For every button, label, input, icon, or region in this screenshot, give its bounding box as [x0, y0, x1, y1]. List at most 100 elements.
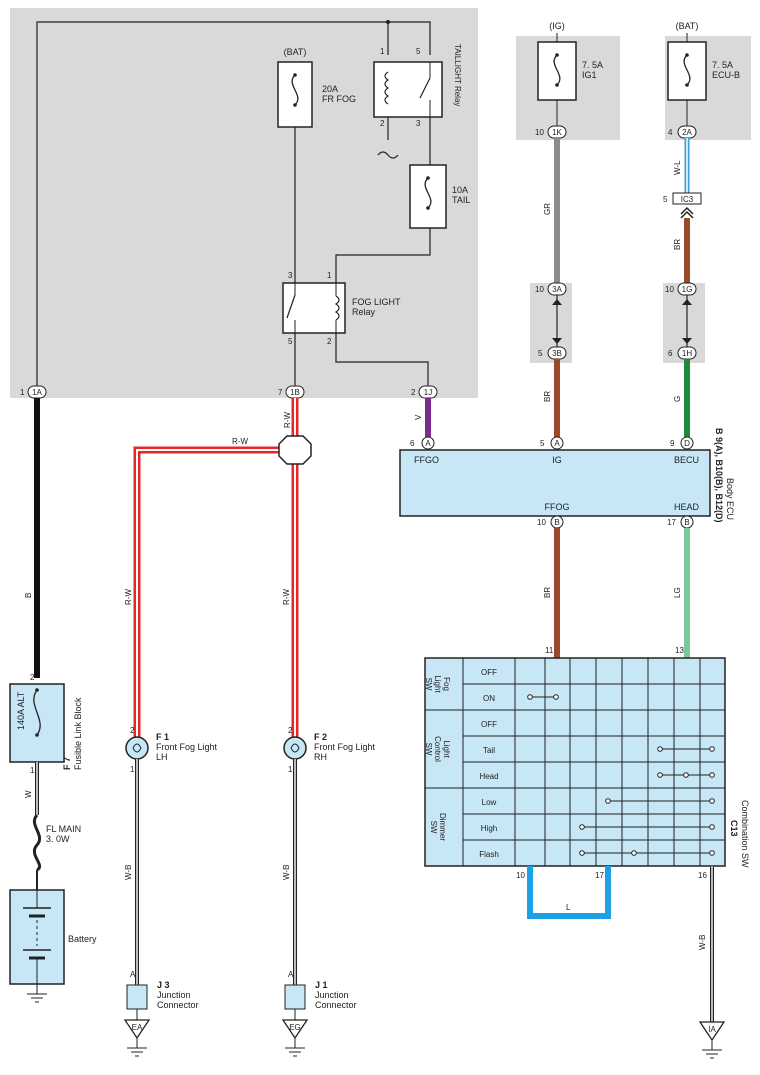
combo-pin-16: 16	[698, 871, 707, 880]
svg-text:10: 10	[535, 285, 544, 294]
taillight-pin-3: 3	[416, 119, 421, 128]
body-ecu: A A D 6 5 9 FFGO IG BECU FFOG HEAD B B 1…	[399, 428, 735, 529]
svg-text:Junction: Junction	[315, 990, 349, 1000]
svg-text:1: 1	[130, 765, 135, 774]
fr-fog-name: FR FOG	[322, 94, 356, 104]
svg-text:1: 1	[30, 766, 35, 775]
svg-text:1: 1	[20, 388, 25, 397]
svg-text:Flash: Flash	[479, 850, 499, 859]
svg-text:EA: EA	[132, 1023, 143, 1032]
svg-text:5: 5	[663, 195, 668, 204]
svg-text:RH: RH	[314, 752, 327, 762]
svg-text:A: A	[554, 439, 560, 448]
fog-relay-pin-3: 3	[288, 271, 293, 280]
fuse-tail: 10A TAIL	[409, 164, 470, 229]
connector-1a: 1A 1	[20, 385, 47, 399]
wire-label-wb3: W-B	[698, 935, 707, 950]
svg-text:3B: 3B	[552, 349, 562, 358]
connector-1g: 1G 10	[665, 282, 697, 296]
splice-point	[278, 435, 312, 465]
svg-text:3A: 3A	[552, 285, 562, 294]
fr-fog-source: (BAT)	[284, 47, 307, 57]
fuse-ig1: (IG) 7. 5A IG1 1K 10	[535, 21, 603, 139]
svg-text:BECU: BECU	[674, 455, 699, 465]
svg-text:4: 4	[668, 128, 673, 137]
svg-text:LH: LH	[156, 752, 168, 762]
wire-label-rw-h: R-W	[232, 437, 248, 446]
fog-relay-pin-5: 5	[288, 337, 293, 346]
svg-text:7. 5A: 7. 5A	[712, 60, 733, 70]
wire-label-lg: LG	[673, 587, 682, 598]
ecu-code: B 9(A), B10(B), B12(D)	[714, 428, 724, 523]
svg-text:5: 5	[540, 439, 545, 448]
svg-text:FL MAIN: FL MAIN	[46, 824, 81, 834]
tail-fuse-name: TAIL	[452, 195, 470, 205]
combo-code: C13	[729, 820, 739, 837]
wire-label-wb1: W-B	[124, 865, 133, 880]
svg-text:ON: ON	[483, 694, 495, 703]
svg-text:Battery: Battery	[68, 934, 97, 944]
taillight-pin-5: 5	[416, 47, 421, 56]
svg-text:6: 6	[410, 439, 415, 448]
fl-main: FL MAIN 3. 0W	[32, 813, 81, 872]
svg-text:5: 5	[538, 349, 543, 358]
combo-pin-10: 10	[516, 871, 525, 880]
svg-text:Low: Low	[482, 798, 497, 807]
connector-1b: 1B 7	[278, 385, 305, 399]
svg-text:1A: 1A	[32, 388, 42, 397]
svg-text:2: 2	[30, 673, 35, 682]
fuse-ecub: (BAT) 7. 5A ECU-B 2A 4	[667, 21, 740, 139]
taillight-relay: 1 5 2 3 TAILLIGHT Relay	[373, 44, 462, 128]
svg-text:ECU-B: ECU-B	[712, 70, 740, 80]
wire-label-l: L	[566, 903, 571, 912]
svg-text:2A: 2A	[682, 128, 692, 137]
svg-text:10: 10	[537, 518, 546, 527]
svg-text:6: 6	[668, 349, 673, 358]
combo-name: Combination SW	[740, 800, 750, 868]
combo-pin-17: 17	[595, 871, 604, 880]
svg-text:EG: EG	[289, 1023, 301, 1032]
svg-text:(IG): (IG)	[549, 21, 565, 31]
svg-text:1B: 1B	[290, 388, 300, 397]
svg-text:FFOG: FFOG	[545, 502, 570, 512]
svg-text:D: D	[684, 439, 690, 448]
svg-text:IG: IG	[552, 455, 562, 465]
svg-text:Connector: Connector	[315, 1000, 357, 1010]
combo-pin-13: 13	[675, 646, 684, 655]
svg-text:Fusible Link Block: Fusible Link Block	[73, 697, 83, 770]
svg-text:1: 1	[288, 765, 293, 774]
svg-text:Connector: Connector	[157, 1000, 199, 1010]
svg-text:Head: Head	[479, 772, 498, 781]
svg-text:1K: 1K	[552, 128, 562, 137]
combo-group-dimmer: DimmerSW	[429, 813, 447, 841]
svg-text:OFF: OFF	[481, 668, 497, 677]
svg-text:FFGO: FFGO	[414, 455, 439, 465]
svg-text:7: 7	[278, 388, 283, 397]
fog-relay-label1: FOG LIGHT	[352, 297, 401, 307]
wire-label-rw-lh: R-W	[124, 589, 133, 605]
fog-relay-pin-1: 1	[327, 271, 332, 280]
junction-j3: A J 3 Junction Connector EA	[123, 970, 199, 1057]
ecu-name: Body ECU	[725, 478, 735, 520]
combination-switch: FogLightSW LightControlSW DimmerSW OFF O…	[424, 657, 750, 868]
svg-text:7. 5A: 7. 5A	[582, 60, 603, 70]
svg-text:(BAT): (BAT)	[676, 21, 699, 31]
taillight-pin-1: 1	[380, 47, 385, 56]
taillight-relay-label: TAILLIGHT Relay	[453, 44, 462, 106]
wire-label-br-ecu: BR	[673, 239, 682, 250]
svg-text:140A ALT: 140A ALT	[16, 691, 26, 730]
svg-text:IG1: IG1	[582, 70, 597, 80]
fr-fog-rating: 20A	[322, 84, 338, 94]
tail-fuse-rating: 10A	[452, 185, 468, 195]
svg-text:2: 2	[288, 726, 293, 735]
fuse-fr-fog: (BAT) 20A FR FOG	[277, 47, 356, 128]
svg-text:1H: 1H	[682, 349, 692, 358]
fusible-link-block: 140A ALT 2 1 F 7 Fusible Link Block	[9, 673, 83, 775]
combo-group-light: LightControlSW	[424, 736, 451, 762]
fog-light-rh: 2 1 F 2 Front Fog Light RH	[283, 726, 376, 774]
wire-label-rw-top: R-W	[283, 412, 292, 428]
svg-text:HEAD: HEAD	[674, 502, 700, 512]
svg-text:B: B	[684, 518, 689, 527]
junction-ic3: IC3 5	[663, 192, 702, 219]
